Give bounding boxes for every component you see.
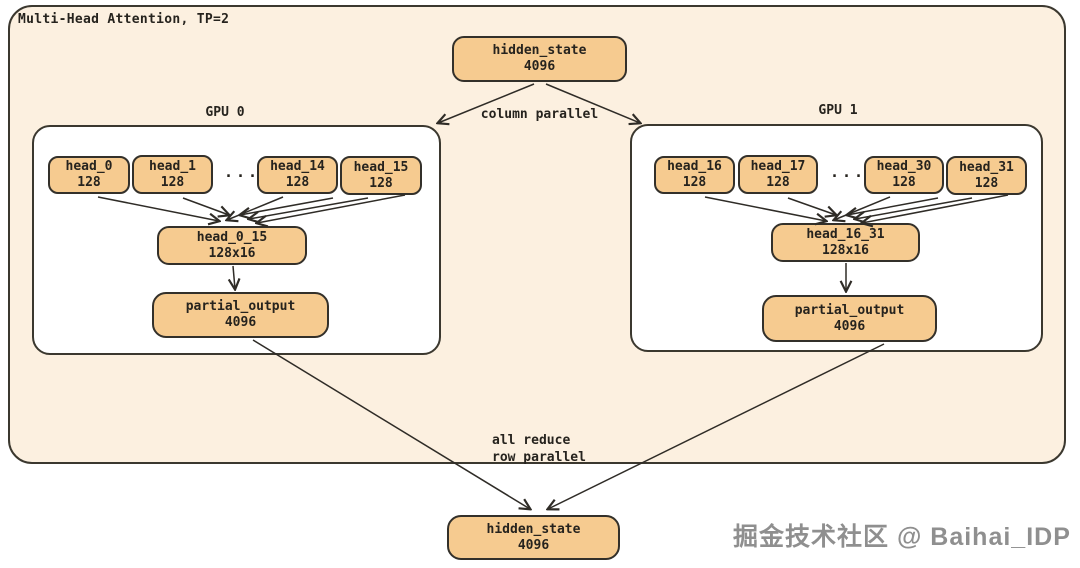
node-label: head_17 xyxy=(750,158,806,174)
gpu1-ellipsis: ... xyxy=(830,163,867,181)
node-value: 128 xyxy=(160,174,185,190)
node-label: head_0 xyxy=(65,159,113,174)
node-label: partial_output xyxy=(794,302,905,318)
diagram-title: Multi-Head Attention, TP=2 xyxy=(18,12,230,27)
gpu1-label: GPU 1 xyxy=(818,103,858,118)
node-label: head_1 xyxy=(149,158,196,174)
node-value: 4096 xyxy=(517,537,550,553)
node-partial-output-gpu1: partial_output 4096 xyxy=(762,295,937,342)
node-label: head_0_15 xyxy=(196,229,268,245)
node-label: head_15 xyxy=(353,159,409,175)
node-head-14: head_14 128 xyxy=(257,156,338,194)
node-label: head_16_31 xyxy=(806,226,885,242)
column-parallel-label: column parallel xyxy=(480,107,599,122)
node-value: 4096 xyxy=(224,315,257,330)
node-partial-output-gpu0: partial_output 4096 xyxy=(152,292,329,338)
node-value: 128 xyxy=(892,175,916,190)
node-head-17: head_17 128 xyxy=(738,155,818,194)
node-value: 128 xyxy=(77,175,101,190)
node-head-30: head_30 128 xyxy=(864,156,944,194)
node-label: hidden_state xyxy=(492,43,587,58)
node-label: partial_output xyxy=(185,299,296,314)
gpu0-label: GPU 0 xyxy=(205,105,245,120)
node-label: head_16 xyxy=(667,159,722,174)
all-reduce-label-line1: all reduce xyxy=(492,433,571,448)
node-hidden-state-top: hidden_state 4096 xyxy=(452,36,627,82)
node-label: head_30 xyxy=(876,159,932,174)
node-head-31: head_31 128 xyxy=(946,156,1027,195)
node-value: 128x16 xyxy=(822,242,869,258)
node-value: 128 xyxy=(974,175,999,191)
node-value: 128 xyxy=(369,175,393,191)
watermark: 掘金技术社区 @ Baihai_IDP xyxy=(733,523,1071,551)
node-value: 4096 xyxy=(833,318,866,334)
node-label: hidden_state xyxy=(486,521,581,537)
node-value: 128x16 xyxy=(208,245,256,261)
node-hidden-state-bottom: hidden_state 4096 xyxy=(447,515,620,560)
node-value: 128 xyxy=(285,175,310,190)
node-label: head_14 xyxy=(270,159,325,174)
gpu0-ellipsis: ... xyxy=(224,163,261,181)
node-head-16-31: head_16_31 128x16 xyxy=(771,223,920,262)
node-head-1: head_1 128 xyxy=(132,155,213,194)
node-head-0-15: head_0_15 128x16 xyxy=(157,226,307,265)
node-value: 128 xyxy=(682,175,707,190)
node-head-16: head_16 128 xyxy=(654,156,735,194)
all-reduce-label-line2: row parallel xyxy=(492,450,586,465)
node-value: 4096 xyxy=(523,59,556,74)
node-label: head_31 xyxy=(959,159,1014,175)
node-head-0: head_0 128 xyxy=(48,156,130,194)
node-head-15: head_15 128 xyxy=(340,156,422,195)
node-value: 128 xyxy=(766,174,790,190)
